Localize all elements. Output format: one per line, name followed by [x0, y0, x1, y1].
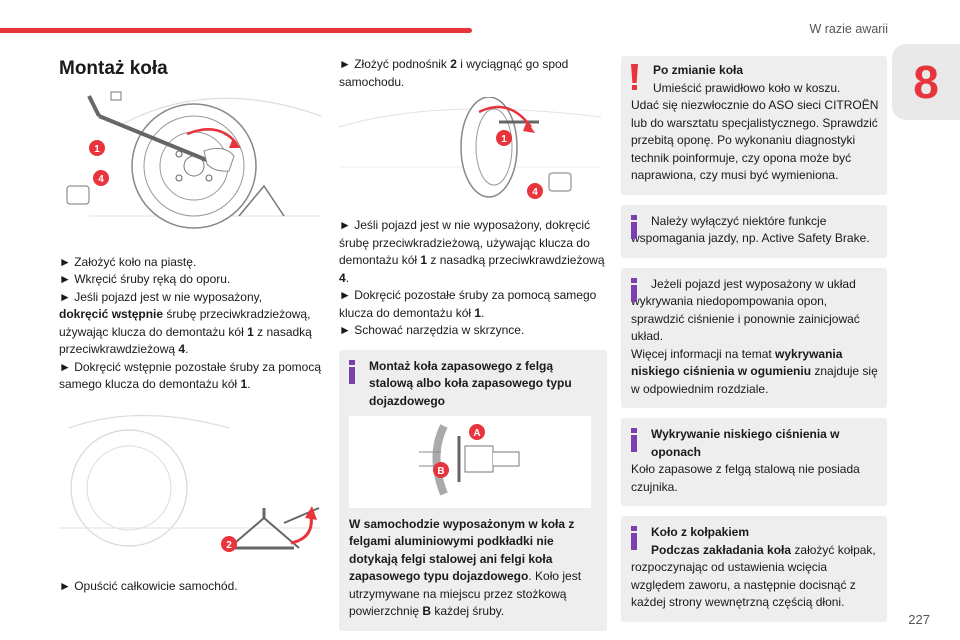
warning-line1: Umieścić prawidłowo koło w koszu. [653, 80, 841, 95]
info-box-driving-aids: Należy wyłączyć niektóre funkcje wspomag… [621, 204, 887, 258]
page-title: Montaż koła [59, 58, 168, 79]
callout-1: 1 [94, 144, 100, 155]
chapter-number: 8 [913, 56, 939, 108]
callout-1: 1 [501, 134, 507, 145]
warning-icon [631, 64, 638, 90]
info-box-low-pressure: Wykrywanie niskiego ciśnienia w oponach … [621, 418, 887, 506]
info-icon [629, 214, 639, 239]
step-hand-tighten: ► Wkręcić śruby ręką do oporu. [59, 272, 231, 286]
header-accent-bar [0, 28, 472, 33]
info-low-pressure-title: Wykrywanie niskiego ciśnienia w oponach [651, 427, 840, 459]
column-1: Montaż koła [59, 56, 321, 595]
bolt-washer-illustration: A B [349, 416, 591, 508]
info-body: W samochodzie wyposażonym w koła z felga… [349, 516, 582, 619]
callout-A: A [473, 428, 480, 439]
info-icon [347, 359, 357, 384]
step-fold-jack: ► Złożyć podnośnik 2 i wyciągnąć go spod… [339, 57, 569, 89]
info-box-spare-wheel: Montaż koła zapasowego z felgą stalową a… [339, 349, 607, 631]
info-driving-aids-text: Należy wyłączyć niektóre funkcje wspomag… [631, 213, 870, 246]
warning-body: Udać się niezwłocznie do ASO sieci CITRO… [631, 98, 879, 182]
info-hubcap-text: Podczas zakładania koła założyć kołpak, … [631, 542, 876, 610]
info-box-pressure-detection: Jeżeli pojazd jest wyposażony w układ wy… [621, 267, 887, 408]
step-mount-wheel: ► Założyć koło na piastę. [59, 254, 197, 269]
warning-box-after-wheel-change: Po zmianie koła Umieścić prawidłowo koło… [621, 56, 887, 195]
step-tighten-remaining: ► Dokręcić pozostałe śruby za pomocą sam… [339, 288, 597, 320]
step-store-tools: ► Schować narzędzia w skrzynce. [339, 323, 525, 337]
warning-title: Po zmianie koła [653, 63, 744, 77]
step-pre-tighten-bolts: ► Dokręcić wstępnie pozostałe śruby za p… [59, 359, 321, 392]
step-lower-vehicle: ► Opuścić całkowicie samochód. [59, 578, 238, 593]
callout-B: B [437, 466, 444, 477]
step-antitheft-bolt: ► Jeśli pojazd jest w nie wyposażony,dok… [59, 289, 312, 357]
jack-lowering-illustration: 2 [59, 407, 321, 558]
page-number: 227 [908, 612, 930, 627]
info-title: Montaż koła zapasowego z felgą stalową a… [369, 358, 572, 408]
info-icon [629, 526, 639, 550]
callout-2: 2 [226, 540, 232, 551]
info-low-pressure-text: Koło zapasowe z felgą stalową nie posiad… [631, 462, 860, 494]
info-pressure-more: Więcej informacji na temat wykrywania ni… [631, 346, 878, 396]
column-3: Po zmianie koła Umieścić prawidłowo koło… [621, 56, 887, 622]
chapter-tab: 8 [892, 44, 960, 120]
info-icon [629, 428, 639, 452]
callout-4: 4 [532, 187, 538, 198]
info-icon [629, 277, 639, 302]
final-tighten-illustration: 1 4 [339, 97, 607, 205]
section-title: W razie awarii [809, 22, 889, 36]
step-tighten-antitheft: ► Jeśli pojazd jest w nie wyposażony, do… [339, 218, 605, 285]
info-box-hubcap: Koło z kołpakiem Podczas zakładania koła… [621, 516, 887, 622]
callout-4: 4 [98, 174, 104, 185]
info-hubcap-title: Koło z kołpakiem [651, 525, 750, 539]
column-2: ► Złożyć podnośnik 2 i wyciągnąć go spod… [339, 56, 607, 631]
wheel-wrench-illustration: 1 4 [59, 85, 321, 236]
info-pressure-text: Jeżeli pojazd jest wyposażony w układ wy… [631, 276, 860, 344]
